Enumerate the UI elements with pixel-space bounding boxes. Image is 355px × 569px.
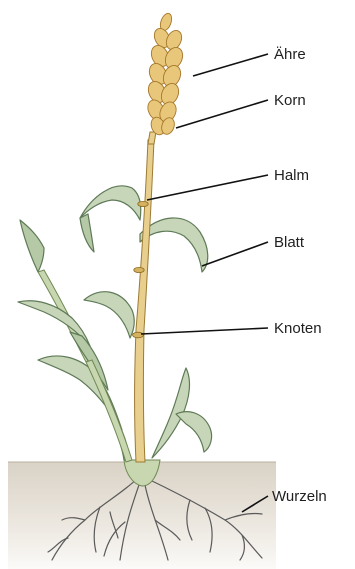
side-tiller — [86, 360, 132, 462]
leader-stalk — [147, 175, 268, 200]
label-node: Knoten — [274, 320, 322, 337]
label-stalk: Halm — [274, 167, 309, 184]
node-lower — [133, 332, 144, 338]
leader-grain — [176, 100, 268, 128]
main-stalk — [135, 140, 155, 462]
node-middle — [134, 267, 144, 272]
label-leaf: Blatt — [274, 234, 305, 251]
wheat-ear — [145, 12, 186, 144]
node-upper — [138, 201, 148, 206]
leader-node — [141, 328, 268, 334]
leader-ear — [193, 54, 268, 76]
leader-leaf — [202, 242, 268, 266]
label-roots: Wurzeln — [272, 488, 327, 505]
label-grain: Korn — [274, 92, 306, 109]
label-ear: Ähre — [274, 46, 306, 63]
